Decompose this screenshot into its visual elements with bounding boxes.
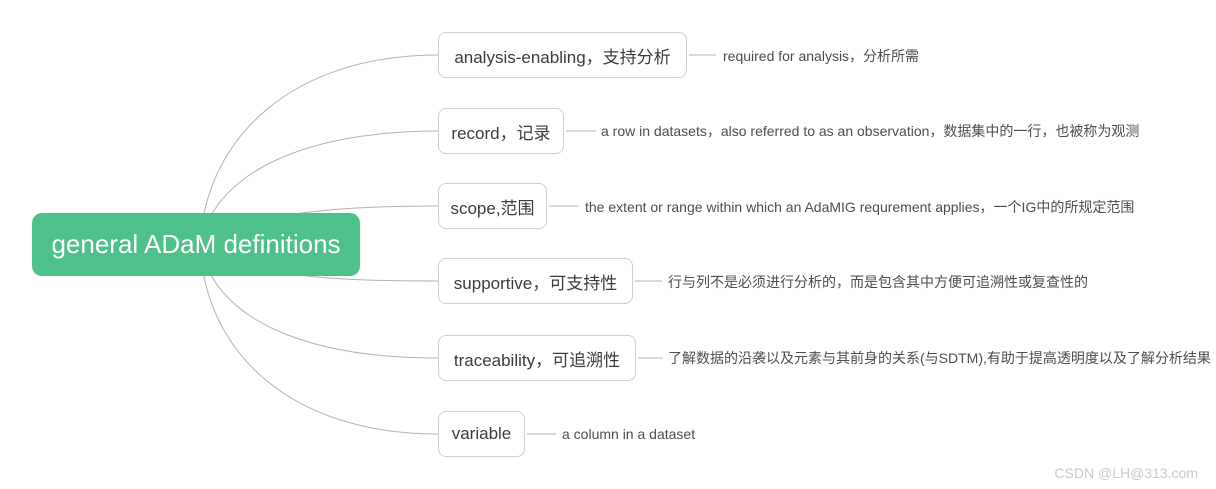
note-scope[interactable]: the extent or range within which an AdaM… (585, 199, 1135, 215)
topic-variable[interactable]: variable (438, 411, 525, 457)
csdn-watermark: CSDN @LH@313.com (1054, 465, 1198, 481)
topic-record[interactable]: record，记录 (438, 108, 564, 154)
note-traceability[interactable]: 了解数据的沿袭以及元素与其前身的关系(与SDTM),有助于提高透明度以及了解分析… (668, 350, 1211, 366)
note-supportive[interactable]: 行与列不是必须进行分析的，而是包含其中方便可追溯性或复查性的 (668, 274, 1088, 290)
topic-traceability[interactable]: traceability，可追溯性 (438, 335, 636, 381)
topic-analysis-enabling[interactable]: analysis-enabling，支持分析 (438, 32, 687, 78)
connector-curve (199, 244, 439, 435)
note-analysis-enabling[interactable]: required for analysis，分析所需 (723, 48, 920, 64)
note-record[interactable]: a row in datasets，also referred to as an… (601, 123, 1140, 139)
topic-scope[interactable]: scope,范围 (438, 183, 547, 229)
note-variable[interactable]: a column in a dataset (562, 426, 696, 442)
topic-supportive[interactable]: supportive，可支持性 (438, 258, 633, 304)
connector-curve (199, 54, 439, 246)
root-topic-general-adam-definitions[interactable]: general ADaM definitions (32, 213, 360, 276)
